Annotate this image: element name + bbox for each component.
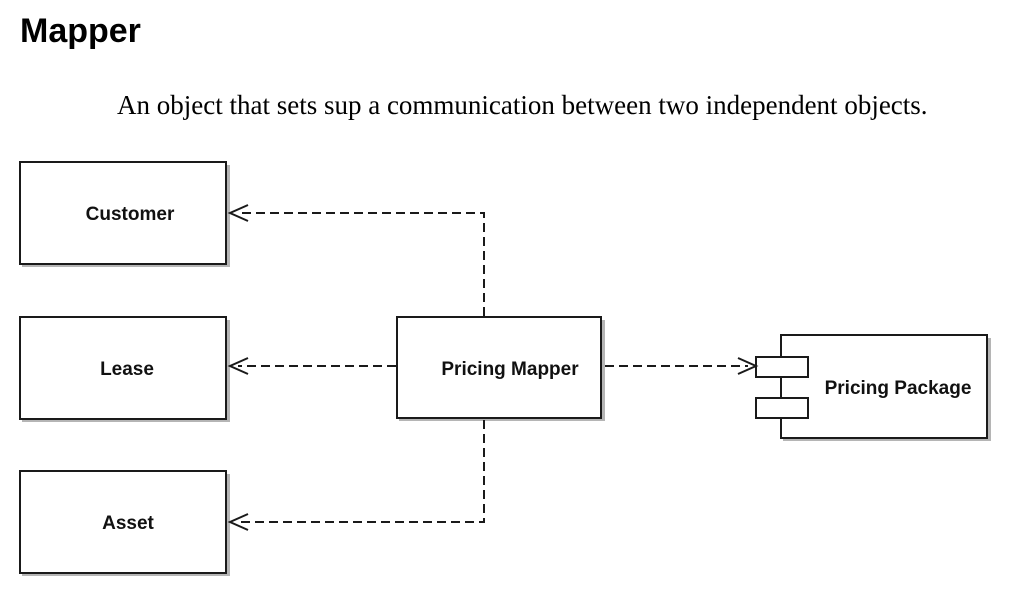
- arrowhead-asset: [227, 513, 249, 531]
- lease-label: Lease: [100, 359, 154, 380]
- pricing-package-label: Pricing Package: [825, 378, 972, 399]
- edge-mapper-to-asset: [227, 420, 485, 531]
- component-port-top: [755, 356, 809, 378]
- edge-mapper-to-package: [605, 357, 759, 375]
- customer-node: Customer: [19, 161, 230, 267]
- edge-mapper-to-lease: [227, 357, 396, 375]
- lease-node: Lease: [19, 316, 230, 422]
- pricing-mapper-label: Pricing Mapper: [441, 359, 579, 380]
- component-port-bottom: [755, 397, 809, 419]
- customer-label: Customer: [86, 204, 175, 225]
- page-title: Mapper: [20, 12, 141, 50]
- edge-mapper-to-customer: [227, 204, 485, 316]
- asset-label: Asset: [102, 513, 154, 534]
- page-description: An object that sets sup a communication …: [117, 90, 928, 120]
- asset-node: Asset: [19, 470, 230, 576]
- arrowhead-lease: [227, 357, 249, 375]
- pricing-mapper-node: Pricing Mapper: [396, 316, 605, 421]
- arrowhead-package: [737, 357, 759, 375]
- pricing-package-node: Pricing Package: [755, 334, 991, 441]
- arrowhead-customer: [227, 204, 249, 222]
